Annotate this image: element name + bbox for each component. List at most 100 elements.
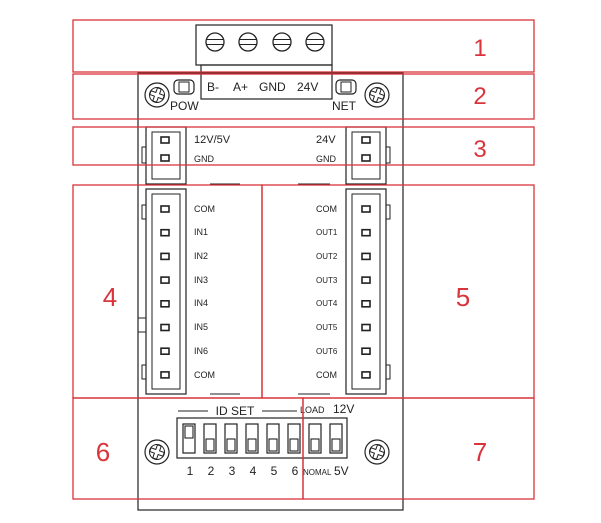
led-icon [335,79,357,95]
dip-switch-slot[interactable] [308,423,322,454]
region-boxes [72,19,535,500]
dip-title: ID SET [216,404,255,418]
dip-switch-lever[interactable] [226,438,236,452]
screw-icon [364,82,390,108]
power-label-gnd-left: GND [194,154,215,164]
dip-switch-slot[interactable] [245,423,259,454]
power-connector-right [345,126,391,185]
screw-icon [272,32,292,52]
power-label-24v: 24V [316,134,336,146]
pin-icon [160,136,170,144]
terminal-block [195,24,333,100]
pin-icon [361,323,371,332]
region-number-1: 1 [473,35,486,62]
output-label-out6: OUT6 [316,347,338,356]
region-number-6: 6 [96,437,110,467]
power-connector-left [141,126,187,185]
pin-icon [361,371,371,379]
pin-icon [160,205,170,213]
region-number-4: 4 [103,282,117,312]
dip-number-6: 6 [292,464,299,478]
dip-5v-label: 5V [334,464,349,478]
dip-number-1: 1 [187,464,194,478]
power-label-12v-5v: 12V/5V [194,134,231,146]
pin-icon [160,347,170,356]
region-box-1 [72,19,535,73]
pin-icon [361,154,371,162]
region-number-2: 2 [473,83,486,110]
output-label-com-bottom: COM [316,370,337,380]
region-box-3 [72,126,535,166]
dip-switch-lever[interactable] [310,438,320,452]
screw-icon [305,32,325,52]
screw-icon [364,439,390,465]
screw-icon [144,439,170,465]
pin-icon [361,205,371,213]
output-connector [345,188,391,395]
terminal-label-a-plus: A+ [233,80,248,94]
terminal-label-b-minus: B- [207,80,219,94]
dip-number-3: 3 [229,464,236,478]
terminal-label-24v: 24V [297,80,318,94]
input-label-in4: IN4 [194,298,208,308]
input-label-in6: IN6 [194,346,208,356]
dip-switch-lever[interactable] [268,438,278,452]
dip-number-2: 2 [208,464,215,478]
region-box-7 [302,397,535,500]
input-label-in5: IN5 [194,322,208,332]
output-label-out4: OUT4 [316,299,338,308]
pin-icon [160,323,170,332]
input-connector [137,188,187,395]
dip-switch-slot[interactable] [329,423,343,454]
pin-icon [361,228,371,237]
input-label-in1: IN1 [194,227,208,237]
pin-icon [361,136,371,144]
input-label-in3: IN3 [194,275,208,285]
dip-load-label: LOAD [300,405,325,415]
dip-switch-slot[interactable] [203,423,217,454]
region-number-5: 5 [456,282,470,312]
dip-switch-lever[interactable] [184,425,194,439]
output-label-out5: OUT5 [316,323,338,332]
pin-icon [361,347,371,356]
dip-switches [182,423,343,454]
led-label-pow: POW [170,99,199,113]
pin-icon [361,299,371,308]
led-icon [173,79,195,95]
region-box-5 [261,184,535,399]
output-label-out2: OUT2 [316,252,338,261]
screw-icon [144,82,170,108]
output-label-out3: OUT3 [316,276,338,285]
dip-switch-lever[interactable] [205,438,215,452]
screw-icon [238,32,258,52]
output-label-out1: OUT1 [316,228,338,237]
dip-switch-slot[interactable] [224,423,238,454]
pin-icon [160,228,170,237]
region-number-3: 3 [473,136,486,163]
dip-switch-lever[interactable] [331,438,341,452]
pin-icon [361,276,371,284]
terminal-label-gnd: GND [259,80,286,94]
power-label-gnd-right: GND [316,154,337,164]
region-box-4 [72,184,263,399]
dip-switch-slot[interactable] [266,423,280,454]
board-outline [137,72,404,511]
screw-icon [205,32,225,52]
dip-switch-body [176,417,348,459]
pin-icon [160,371,170,379]
dip-switch-lever[interactable] [289,438,299,452]
led-label-net: NET [332,99,357,113]
dip-number-4: 4 [250,464,257,478]
input-label-com-top: COM [194,204,215,214]
dip-switch-slot[interactable] [182,423,196,454]
dip-12v-label: 12V [333,402,354,416]
dip-number-5: 5 [271,464,278,478]
output-pins [361,205,371,379]
pin-icon [160,252,170,261]
dip-switch-lever[interactable] [247,438,257,452]
dip-switch-slot[interactable] [287,423,301,454]
input-label-in2: IN2 [194,251,208,261]
input-label-com-bottom: COM [194,370,215,380]
input-pins [160,205,170,379]
